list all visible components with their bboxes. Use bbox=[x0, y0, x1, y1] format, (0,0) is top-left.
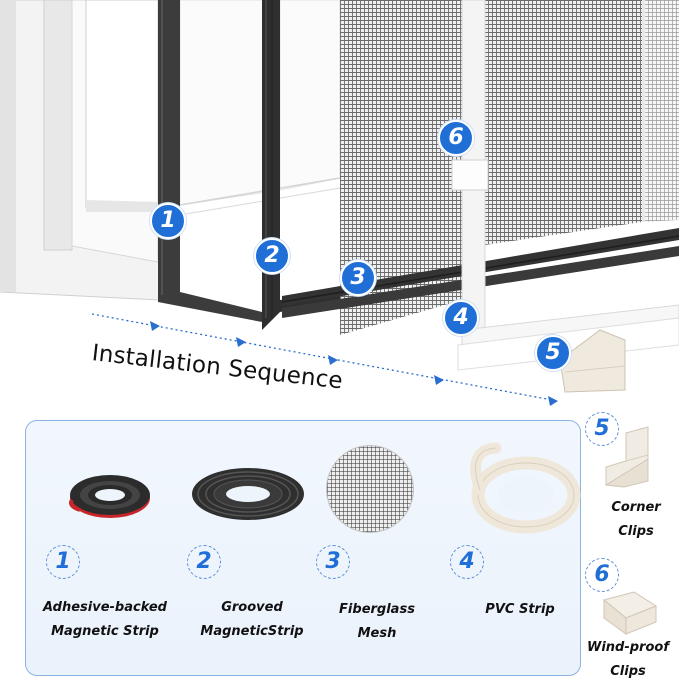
scene-badge-5: 5 bbox=[535, 335, 571, 371]
strip-1-magnetic bbox=[158, 0, 262, 322]
side-item-6-label: Wind-proof Clips bbox=[580, 636, 676, 683]
side-item-5-line2: Clips bbox=[618, 524, 654, 539]
scene-badge-4: 4 bbox=[443, 300, 479, 336]
side-item-6-line2: Clips bbox=[610, 664, 646, 679]
scene-badge-1: 1 bbox=[150, 203, 186, 239]
component-badge-4: 4 bbox=[450, 545, 484, 579]
fiberglass-mesh-icon bbox=[326, 445, 414, 533]
component-2-line2: MagneticStrip bbox=[200, 624, 304, 639]
component-3-label: Fiberglass Mesh bbox=[322, 598, 432, 646]
scene-badge-2: 2 bbox=[254, 238, 290, 274]
component-4-label: PVC Strip bbox=[470, 598, 570, 622]
strip-2-grooved bbox=[262, 0, 345, 330]
magnetic-strip-roll-icon bbox=[69, 475, 150, 518]
side-item-6-line1: Wind-proof bbox=[587, 640, 669, 655]
scene-badge-3: 3 bbox=[340, 260, 376, 296]
component-1-line1: Adhesive-backed bbox=[42, 600, 167, 615]
side-badge-5: 5 bbox=[585, 412, 619, 446]
component-3-line1: Fiberglass bbox=[339, 602, 415, 617]
grooved-strip-roll-icon bbox=[192, 468, 304, 520]
side-item-5-label: Corner Clips bbox=[596, 496, 676, 544]
component-2-line1: Grooved bbox=[221, 600, 283, 615]
component-badge-1: 1 bbox=[46, 545, 80, 579]
corner-clip-icon bbox=[604, 426, 649, 488]
pvc-strip-roll-icon bbox=[470, 442, 581, 534]
arrow-heads bbox=[150, 321, 558, 406]
fiberglass-mesh-screen bbox=[340, 0, 462, 335]
components-panel bbox=[25, 420, 581, 676]
component-1-label: Adhesive-backed Magnetic Strip bbox=[30, 596, 180, 644]
component-badge-3: 3 bbox=[316, 545, 350, 579]
sliding-window-scene bbox=[0, 0, 679, 406]
side-item-5-line1: Corner bbox=[611, 500, 661, 515]
component-4-line1: PVC Strip bbox=[485, 602, 555, 617]
component-badge-2: 2 bbox=[187, 545, 221, 579]
component-2-label: Grooved MagneticStrip bbox=[182, 596, 322, 644]
scene-badge-6: 6 bbox=[438, 120, 474, 156]
side-badge-6: 6 bbox=[585, 558, 619, 592]
corner-clip-scene bbox=[559, 329, 626, 393]
wind-proof-clip-icon bbox=[602, 591, 658, 635]
component-1-line2: Magnetic Strip bbox=[51, 624, 159, 639]
component-3-line2: Mesh bbox=[357, 626, 397, 641]
